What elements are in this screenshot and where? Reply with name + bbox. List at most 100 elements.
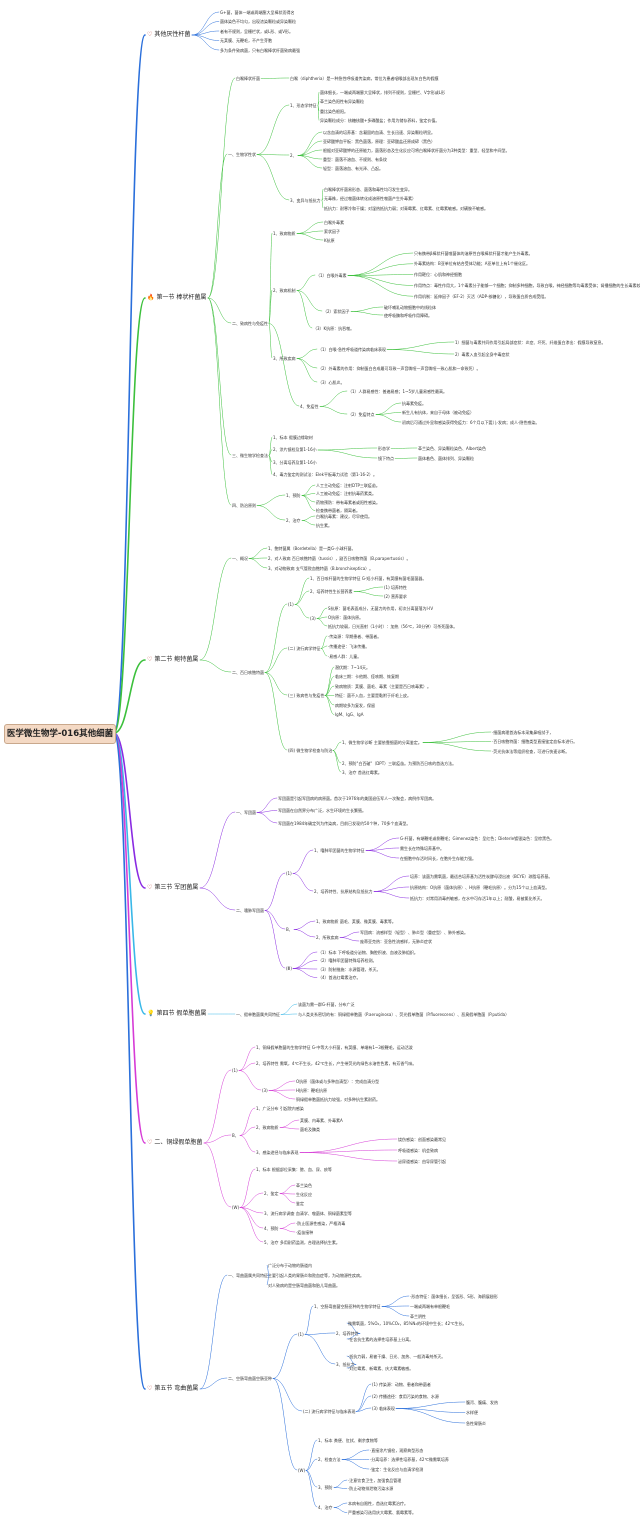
section-6[interactable]: ♡第五节 弯曲菌属 bbox=[147, 1385, 198, 1393]
leaf[interactable]: ·百日咳鲍特菌：细胞类型直接鉴定血标本进行。 bbox=[492, 739, 578, 744]
leaf[interactable]: 病期较多为复发，保留 bbox=[335, 702, 375, 708]
leaf[interactable]: 无荚膜、无鞭毛，不产生芽胞 bbox=[220, 38, 272, 43]
leaf[interactable]: 3、流行病学调查 血清学、噬菌体、铜绿菌素型等 bbox=[264, 1210, 352, 1216]
branch[interactable]: 4、治疗 bbox=[318, 1504, 333, 1510]
leaf[interactable]: IgM、IgG、IgA bbox=[335, 712, 364, 717]
branch[interactable]: 1、微生物学诊断 主要依靠细菌的分离鉴定。 bbox=[342, 739, 422, 745]
leaf[interactable]: 1、百日咳杆菌的生物学特征 G-短小杆菌，有荚膜有菌毛菌菌器。 bbox=[310, 575, 427, 581]
leaf[interactable]: 抗毒素免疫。 bbox=[402, 400, 426, 406]
leaf[interactable]: ·抵抗力弱，易被干燥、日光、加热、一般消毒剂杀灭。 bbox=[348, 1353, 446, 1359]
leaf[interactable]: 生化反应 bbox=[296, 1191, 312, 1197]
leaf[interactable]: 药物预防：带有毒素者或阳性感染。 bbox=[316, 499, 380, 505]
branch[interactable]: B、 bbox=[286, 926, 293, 932]
leaf[interactable]: 抵抗力：耐寒冷和干燥；对湿热抵抗力弱；对青霉素、红霉素、红霉素敏感。对磺胺不敏感… bbox=[324, 205, 488, 211]
branch[interactable]: 镜下特点 bbox=[378, 455, 394, 461]
branch[interactable]: 二、百日咳鲍特菌 bbox=[232, 669, 264, 675]
leaf[interactable]: 作用机制：延伸因子（EF-2）灭活（ADP-核糖化），导致蛋白质合成受阻。 bbox=[414, 293, 549, 299]
leaf[interactable]: 菌体细长，一端或两端膨大呈棒状，排列不规则，呈栅栏、V字形或L形 bbox=[320, 89, 445, 95]
leaf[interactable]: 白喉（diphtheria）是一种急性呼吸道传染病，常位为患者咽喉部出现灰白色的… bbox=[290, 75, 439, 81]
leaf[interactable]: ·传播途径：飞沫传播。 bbox=[328, 643, 370, 649]
leaf[interactable]: 军团菌在1984年确定列为传染病，目前已发现约50个种，70多个血清型。 bbox=[278, 820, 411, 826]
leaf[interactable]: 抵抗力：对常用消毒剂敏感，在水中可存活1年以上；耐酸，易被氯化杀灭。 bbox=[410, 895, 545, 901]
branch[interactable]: 2、 bbox=[290, 152, 297, 158]
branch[interactable]: 1、空肠弯曲菌空肠亚种的生物学特征 bbox=[314, 1303, 381, 1309]
leaf[interactable]: ·形态特征：菌体细长，呈弧形、S形、海鸥展翅形 bbox=[410, 1293, 498, 1299]
leaf[interactable]: (3) 临床表现 bbox=[372, 1405, 395, 1411]
branch[interactable]: 3、所致疾病 bbox=[273, 355, 296, 361]
branch[interactable]: 一、假单胞菌属共同特征 bbox=[236, 1011, 280, 1017]
leaf[interactable]: 荚膜、内毒素、外毒素A bbox=[300, 1117, 343, 1123]
leaf[interactable]: 1、铜绿假单胞菌的生物学特征 G-中等大小杆菌，有荚膜、单端有1~3根鞭毛，运动… bbox=[256, 1044, 413, 1050]
section-0[interactable]: ♡其他厌性杆菌 bbox=[147, 31, 190, 39]
leaf[interactable]: 初病后可通过外显和感染获得免疫力：6个月以下婴儿-发病；成人-隐性感染。 bbox=[402, 419, 540, 425]
leaf[interactable]: 人工被动免疫：注射抗毒药素类。 bbox=[316, 491, 376, 496]
leaf[interactable]: 多为条件致病菌，只有白喉棒状杆菌致病最强 bbox=[220, 47, 300, 53]
leaf[interactable]: 白喉外毒素 bbox=[324, 219, 344, 225]
branch[interactable]: 三、微生物学检查法 bbox=[232, 452, 268, 458]
leaf[interactable]: 亚碲酸钾血平板：黑色菌落，原理：亚碲酸盐还原成碲（黑色） bbox=[323, 138, 435, 144]
branch[interactable]: 1、标本 假膜边缘取材 bbox=[273, 434, 313, 440]
branch[interactable]: (3) bbox=[262, 1087, 268, 1093]
leaf[interactable]: S抗原：菌毛表面成分，无菌力的作用，初次分离菌落为I-IV bbox=[328, 605, 434, 611]
leaf[interactable]: ·分离培养：选择性培养基，42℃微需氧培养 bbox=[370, 1457, 449, 1462]
leaf[interactable]: 2）毒素入血引起全身中毒症状 bbox=[455, 351, 510, 357]
branch[interactable]: 4、毒力鉴定的测试法：Elek平板毒力试验（第1-16-2）。 bbox=[273, 472, 378, 477]
leaf[interactable]: 1）细菌与毒素共同作用引起局部症状：炎症、坏死、纤维蛋白渗出：假膜导致窒息。 bbox=[455, 339, 606, 345]
leaf[interactable]: ·防止医源性感染，严格消毒 bbox=[296, 1220, 346, 1226]
leaf[interactable]: 作用靶位：心肌和神经细胞 bbox=[414, 272, 462, 278]
leaf[interactable]: ·疫苗接种 bbox=[296, 1229, 314, 1235]
leaf[interactable]: 腹泻、腹痛、发热 bbox=[466, 1399, 498, 1405]
leaf[interactable]: 需生长在特殊培养基中。 bbox=[400, 845, 444, 851]
branch[interactable]: 一、军团菌 bbox=[236, 809, 256, 815]
leaf[interactable]: 革兰染色、异染颗粒染色、Albert染色 bbox=[418, 445, 487, 451]
leaf[interactable]: 军团菌在自然界分布广泛，水生环境的生长繁殖。 bbox=[278, 808, 366, 813]
branch[interactable]: 1、预防 bbox=[286, 492, 301, 498]
leaf[interactable]: 以含血清的培养基：含凝固的血清、生长迅速、异染颗粒明显。 bbox=[323, 129, 435, 135]
branch[interactable]: 2、鉴定 bbox=[264, 1190, 279, 1196]
branch[interactable]: (四) 微生物学检查与防治 bbox=[288, 747, 333, 753]
leaf[interactable]: ·易感人群：儿童。 bbox=[328, 653, 362, 659]
branch[interactable]: 白喉棒状杆菌 bbox=[236, 75, 260, 81]
leaf[interactable]: H抗原：鞭毛抗原 bbox=[296, 1087, 328, 1093]
leaf[interactable]: 微需氧菌，5%O₂，10%CO₂，85%N₂的环境中生长；42℃生长。 bbox=[348, 1320, 467, 1326]
branch[interactable]: 3、分离培养及第1-16小 bbox=[273, 459, 317, 465]
leaf[interactable]: 1、致病物质 菌毛、荚膜、微荚膜、毒素等。 bbox=[316, 918, 396, 924]
leaf[interactable]: 无毒株，经过噬菌体转化成溶原性噬菌产生外毒素） bbox=[324, 196, 416, 201]
branch[interactable]: （1）白喉外毒素 bbox=[316, 272, 347, 278]
leaf[interactable]: 革兰染色阳性有异染颗粒 bbox=[320, 99, 364, 104]
section-2[interactable]: ♡第二节 鲍特菌属 bbox=[147, 656, 198, 664]
branch[interactable]: 1、致病物质 bbox=[273, 230, 296, 236]
leaf[interactable]: 白喉棒状杆菌易形态、菌落和毒性均可发生变异。 bbox=[324, 186, 412, 192]
branch[interactable]: 2、培养特性 bbox=[336, 1330, 359, 1336]
branch[interactable]: B、 bbox=[232, 1132, 239, 1138]
branch[interactable]: 一、生物学性状 bbox=[228, 151, 256, 157]
branch[interactable]: 4、预防 bbox=[264, 1225, 279, 1231]
leaf[interactable]: 1、标本 根据部位采集：脓、血、尿、痰等 bbox=[256, 1166, 332, 1172]
branch[interactable]: (W) bbox=[298, 1467, 306, 1473]
branch[interactable]: 2、培养特性、抗原结构及抵抗力 bbox=[314, 888, 373, 894]
leaf[interactable]: 对人致病的是空肠弯曲菌和胎儿弯曲菌。 bbox=[268, 1282, 340, 1288]
branch[interactable]: （3）心肌炎。 bbox=[318, 379, 345, 385]
section-3[interactable]: ♡第三节 军团菌属 bbox=[147, 884, 198, 892]
branch[interactable]: 形态学 bbox=[378, 445, 390, 451]
branch[interactable]: （2）外毒素的作用：抑制蛋白合成最可导致一声音嘶哑一声音嘶哑一致心肌和一命致死）… bbox=[318, 365, 481, 371]
leaf[interactable]: ·对红霉素、新霉素、庆大霉素敏感。 bbox=[348, 1365, 414, 1371]
branch[interactable]: (二) 流行病学特征与临床表现 bbox=[303, 1408, 356, 1414]
leaf[interactable]: 白喉抗毒素：建议，尽早使用。 bbox=[316, 513, 372, 519]
branch[interactable]: (1) bbox=[232, 1067, 238, 1073]
leaf[interactable]: 严重感染可选用庆大霉素、氯霉素等。 bbox=[348, 1510, 416, 1515]
section-5[interactable]: ♡二、铜绿假单胞菌 bbox=[147, 1139, 202, 1147]
leaf[interactable]: 重型：菌落不溶血、不规则、有条纹 bbox=[323, 156, 387, 162]
leaf[interactable]: 抵抗力较弱，日光直射（1小时）：加热（56℃，30分钟）可杀死菌体。 bbox=[328, 623, 458, 629]
leaf[interactable]: （2）嗜肺军团菌特殊培养检测。 bbox=[318, 958, 377, 963]
leaf[interactable]: 烧伤感染：创面感染最常见 bbox=[398, 1136, 446, 1142]
leaf[interactable]: ·防止动物排泄物污染水源 bbox=[348, 1486, 394, 1491]
branch[interactable]: (3) bbox=[310, 615, 316, 621]
leaf[interactable]: 在细胞中存活时间长，在胞外生存能力强。 bbox=[400, 855, 476, 861]
leaf[interactable]: 检查携带菌者，隔离者。 bbox=[316, 508, 360, 513]
branch[interactable]: 二、嗜肺军团菌 bbox=[236, 907, 264, 913]
branch[interactable]: 2、培养特性生长营养素 bbox=[310, 588, 353, 594]
leaf[interactable]: 1、标本 粪便、肛拭、剩余食物等 bbox=[318, 1437, 378, 1443]
branch[interactable]: （2）免疫特点 bbox=[348, 411, 375, 417]
leaf[interactable]: 潜伏期：7~14天。 bbox=[335, 664, 370, 670]
